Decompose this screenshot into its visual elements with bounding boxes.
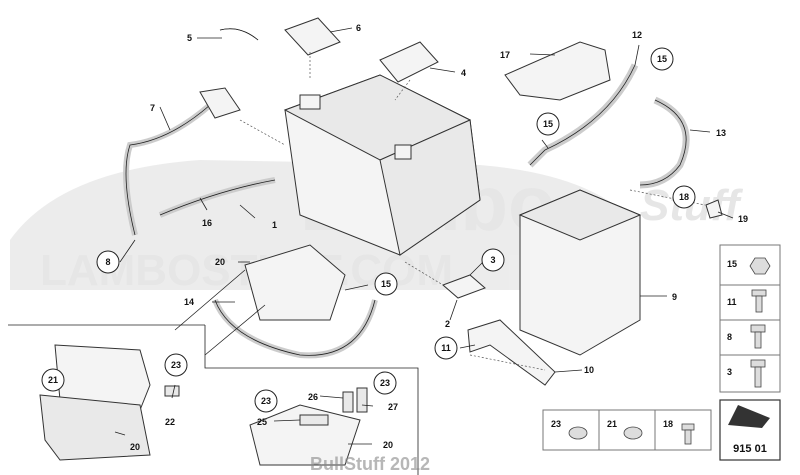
callout-10: 10: [584, 365, 594, 375]
diagram-number-box: 915 01: [719, 399, 781, 461]
callout-17: 17: [500, 50, 510, 60]
diagram-number: 915 01: [733, 443, 767, 455]
nut-icon-23: [568, 426, 588, 440]
callout-26: 26: [308, 392, 318, 402]
callout-11: 11: [441, 343, 451, 353]
legend-3: 3: [727, 367, 732, 377]
callout-27: 27: [388, 402, 398, 412]
battery: [283, 74, 481, 256]
screw-icon-2: [750, 359, 766, 368]
callout-15-a: 15: [381, 279, 391, 289]
circled-callouts: 8 15 3 11 15 15 18 21 23 23 23: [41, 47, 696, 413]
footer-credit: BullStuff 2012: [310, 454, 430, 474]
legend-8: 8: [727, 332, 732, 342]
callout-8: 8: [105, 257, 110, 267]
callout-19: 19: [738, 214, 748, 224]
callout-7: 7: [150, 103, 155, 113]
watermark-suffix: Stuff: [640, 181, 744, 230]
callout-23-c: 23: [380, 378, 390, 388]
legend-21: 21: [607, 419, 617, 429]
screw-icon: [750, 324, 766, 333]
callout-15-b: 15: [543, 119, 553, 129]
callout-15-c: 15: [657, 54, 667, 64]
pad-2: [442, 274, 486, 299]
clip-19: [705, 199, 723, 219]
bracket-10: [467, 319, 556, 386]
callout-1: 1: [272, 220, 277, 230]
inset-outline: [8, 324, 419, 475]
callout-23-b: 23: [261, 396, 271, 406]
callouts: 1 2 5 6 4 7 16 20 14 9 10 17 12 13 19 22…: [130, 23, 748, 452]
cover-17: [504, 41, 611, 101]
callout-14: 14: [184, 297, 194, 307]
callout-16: 16: [202, 218, 212, 228]
terminal-cover-4: [379, 41, 439, 83]
cable-5: [219, 28, 259, 41]
cable-13: [639, 96, 690, 189]
callout-18: 18: [679, 192, 689, 202]
callout-21: 21: [48, 375, 58, 385]
callout-23-a: 23: [171, 360, 181, 370]
legend-11: 11: [727, 297, 737, 307]
bolt-icon: [751, 289, 767, 297]
bolt-icon-18: [681, 423, 695, 431]
fastener-legend-right: 15 11 8 3: [719, 244, 781, 393]
inset-bracket-21: [54, 344, 151, 411]
callout-13: 13: [716, 128, 726, 138]
callout-22: 22: [165, 417, 175, 427]
nut-icon-21: [623, 426, 643, 440]
callout-20-inset: 20: [130, 442, 140, 452]
callout-25: 25: [257, 417, 267, 427]
leader-lines: [114, 27, 734, 445]
callout-2: 2: [445, 319, 450, 329]
legend-15: 15: [727, 259, 737, 269]
arrow-icon: [728, 405, 770, 428]
callout-12: 12: [632, 30, 642, 40]
nut-icon: [749, 257, 771, 275]
callout-20: 20: [215, 257, 225, 267]
callout-6: 6: [356, 23, 361, 33]
terminal-cover-6: [284, 17, 341, 56]
callout-5: 5: [187, 33, 192, 43]
legend-18: 18: [663, 419, 673, 429]
callout-3: 3: [490, 255, 495, 265]
fastener-legend-bottom: 23 21 18: [542, 409, 712, 451]
callout-20-inset-b: 20: [383, 440, 393, 450]
inset-fuse-20: [249, 404, 361, 466]
legend-23: 23: [551, 419, 561, 429]
callout-9: 9: [672, 292, 677, 302]
callout-4: 4: [461, 68, 466, 78]
